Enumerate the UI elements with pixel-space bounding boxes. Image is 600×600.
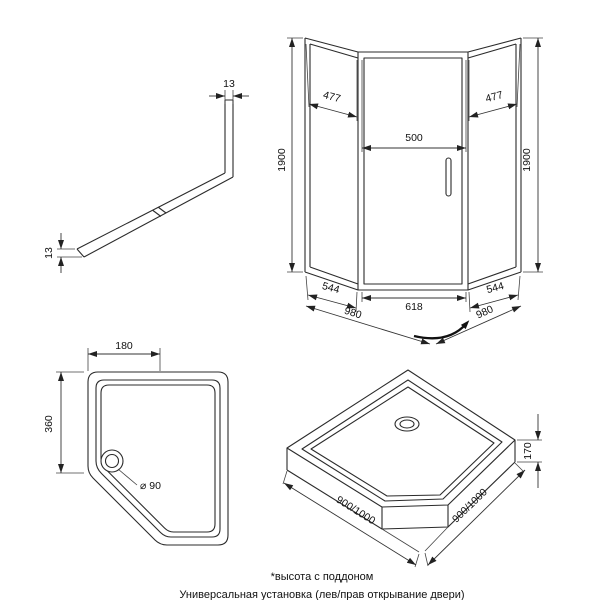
tray-outer-outline xyxy=(87,371,229,546)
drain-inner-ellipse xyxy=(399,419,415,429)
dim-panel-right: 477 xyxy=(484,89,504,105)
dim-tray-depth: 360 xyxy=(43,415,55,433)
profile-top-extension-lines xyxy=(224,90,234,104)
tray-iso-view: 900/1000 900/1000 170 xyxy=(282,369,542,568)
drain-leader-line xyxy=(117,468,138,486)
dim-drain-diameter: ⌀ 90 xyxy=(140,480,161,492)
profile-outline xyxy=(76,99,234,258)
footnote-text: *высота с поддоном xyxy=(271,571,374,583)
dim-height-left: 1900 xyxy=(276,148,288,172)
drain-inner-circle xyxy=(104,453,120,469)
dim-base-left: 544 xyxy=(321,280,341,296)
tray-plan-view: ⌀ 90 180 360 xyxy=(43,340,229,546)
tray-plan-extension-lines xyxy=(56,348,161,474)
note-text: Универсальная установка (лев/прав открыв… xyxy=(179,589,464,600)
dim-line xyxy=(283,482,417,566)
door-swing-direction-arrow xyxy=(413,323,467,340)
dim-line xyxy=(435,305,522,345)
dim-base-right: 544 xyxy=(485,280,505,296)
door-glass xyxy=(363,57,463,285)
tray-rim-outline xyxy=(95,379,221,538)
side-panels-frame xyxy=(304,37,522,291)
dim-base-center: 618 xyxy=(405,301,423,313)
dim-line xyxy=(469,294,519,309)
door-handle xyxy=(445,157,452,197)
enclosure-front-view: 477 477 500 1900 1900 544 544 618 980 98… xyxy=(276,37,543,345)
dim-side-left: 980 xyxy=(343,305,363,322)
dim-profile-width-left: 13 xyxy=(43,247,55,259)
profile-corner-detail-view: 13 13 xyxy=(43,78,249,273)
dim-line xyxy=(468,103,518,118)
dim-line xyxy=(427,469,526,566)
dim-line xyxy=(305,305,431,345)
dim-line xyxy=(308,103,358,118)
dim-door-width: 500 xyxy=(405,132,423,144)
door-swing-arrowhead-icon xyxy=(460,320,470,330)
dim-height-right: 1900 xyxy=(521,148,533,172)
dim-tray-width: 180 xyxy=(115,340,133,352)
dim-tray-height: 170 xyxy=(522,442,534,460)
drain-outer-ellipse xyxy=(394,416,420,432)
dim-panel-left: 477 xyxy=(322,89,342,105)
dim-profile-width-top: 13 xyxy=(223,78,235,90)
drain-outer-circle xyxy=(100,449,124,473)
tray-inner-outline xyxy=(100,384,216,533)
